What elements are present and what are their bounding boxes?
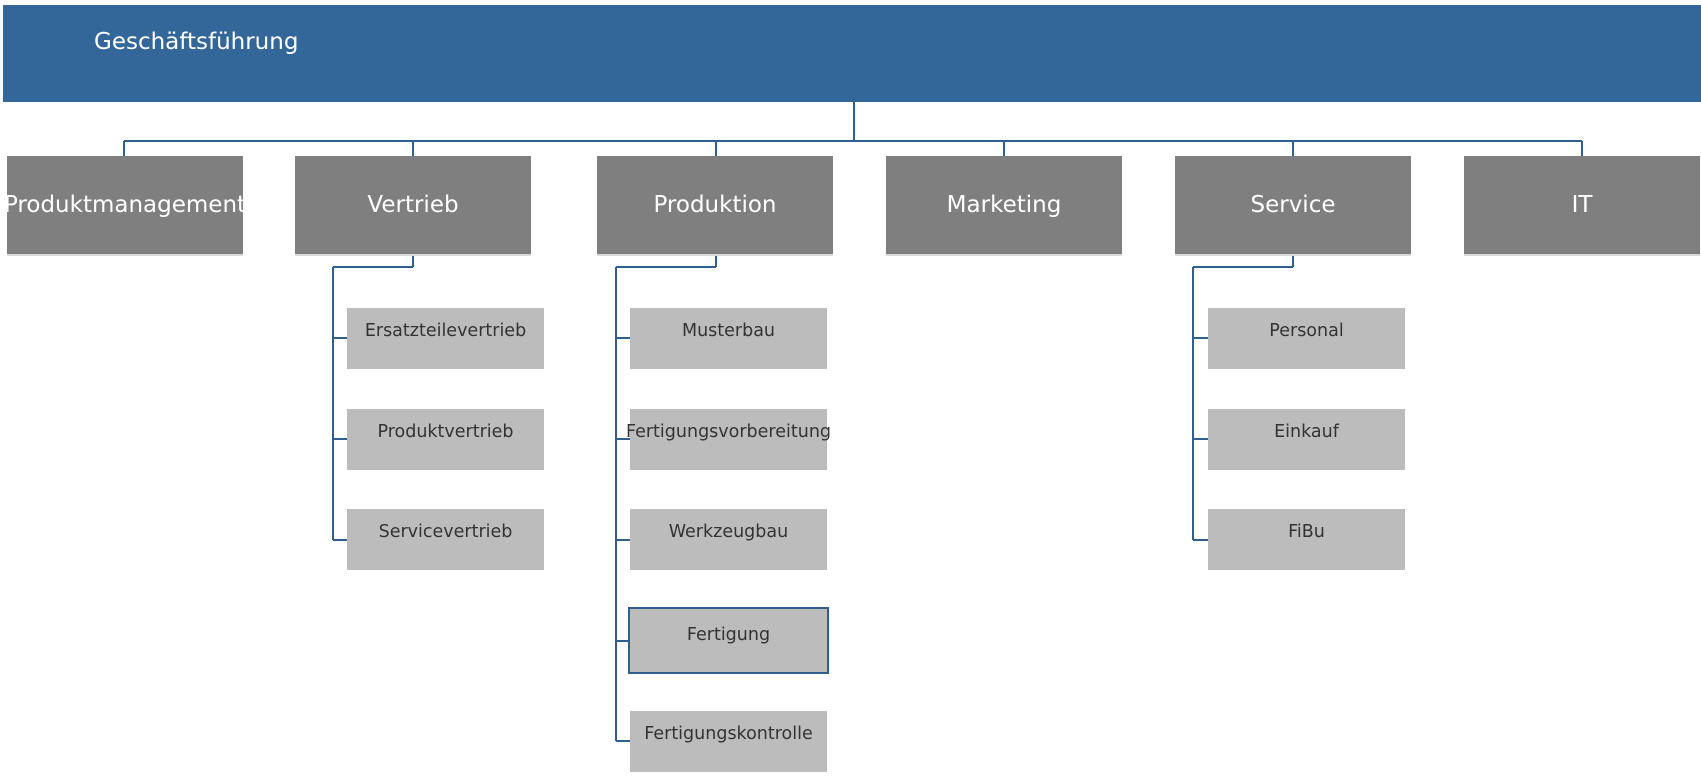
node-einkauf-label: Einkauf	[1274, 422, 1339, 442]
node-fibu-label: FiBu	[1288, 522, 1325, 542]
node-vertrieb[interactable]: Vertrieb	[295, 156, 531, 256]
node-fertigungsvorbereitung[interactable]: Fertigungsvorbereitung	[626, 409, 831, 470]
node-fertigung[interactable]: Fertigung	[628, 607, 829, 674]
node-service[interactable]: Service	[1175, 156, 1411, 256]
node-produktion-label: Produktion	[653, 192, 777, 218]
node-geschaeftsfuehrung[interactable]: Geschäftsführung	[3, 5, 1701, 102]
node-servicevertrieb[interactable]: Servicevertrieb	[347, 509, 544, 570]
node-service-label: Service	[1250, 192, 1336, 218]
node-it[interactable]: IT	[1464, 156, 1700, 256]
node-fertigungskontrolle[interactable]: Fertigungskontrolle	[630, 711, 827, 772]
node-servicevertrieb-label: Servicevertrieb	[378, 522, 513, 542]
node-ersatzteilevertrieb[interactable]: Ersatzteilevertrieb	[347, 308, 544, 369]
node-fertigungskontrolle-label: Fertigungskontrolle	[644, 724, 813, 744]
node-einkauf[interactable]: Einkauf	[1208, 409, 1405, 470]
node-personal-label: Personal	[1269, 321, 1344, 341]
node-geschaeftsfuehrung-label: Geschäftsführung	[94, 29, 299, 55]
node-produktion[interactable]: Produktion	[597, 156, 833, 256]
node-musterbau[interactable]: Musterbau	[630, 308, 827, 369]
node-produktmanagement[interactable]: Produktmanagement	[3, 156, 247, 256]
node-werkzeugbau-label: Werkzeugbau	[668, 522, 789, 542]
node-fibu[interactable]: FiBu	[1208, 509, 1405, 570]
node-produktmanagement-label: Produktmanagement	[3, 192, 247, 218]
node-marketing[interactable]: Marketing	[886, 156, 1122, 256]
node-personal[interactable]: Personal	[1208, 308, 1405, 369]
node-vertrieb-label: Vertrieb	[367, 192, 459, 218]
node-it-label: IT	[1571, 192, 1593, 218]
node-fertigung-label: Fertigung	[686, 625, 771, 645]
node-werkzeugbau[interactable]: Werkzeugbau	[630, 509, 827, 570]
node-musterbau-label: Musterbau	[681, 321, 776, 341]
node-ersatzteilevertrieb-label: Ersatzteilevertrieb	[364, 321, 527, 341]
node-produktvertrieb[interactable]: Produktvertrieb	[347, 409, 544, 470]
node-marketing-label: Marketing	[946, 192, 1062, 218]
node-fertigungsvorbereitung-label: Fertigungsvorbereitung	[625, 422, 832, 442]
node-produktvertrieb-label: Produktvertrieb	[377, 422, 514, 442]
